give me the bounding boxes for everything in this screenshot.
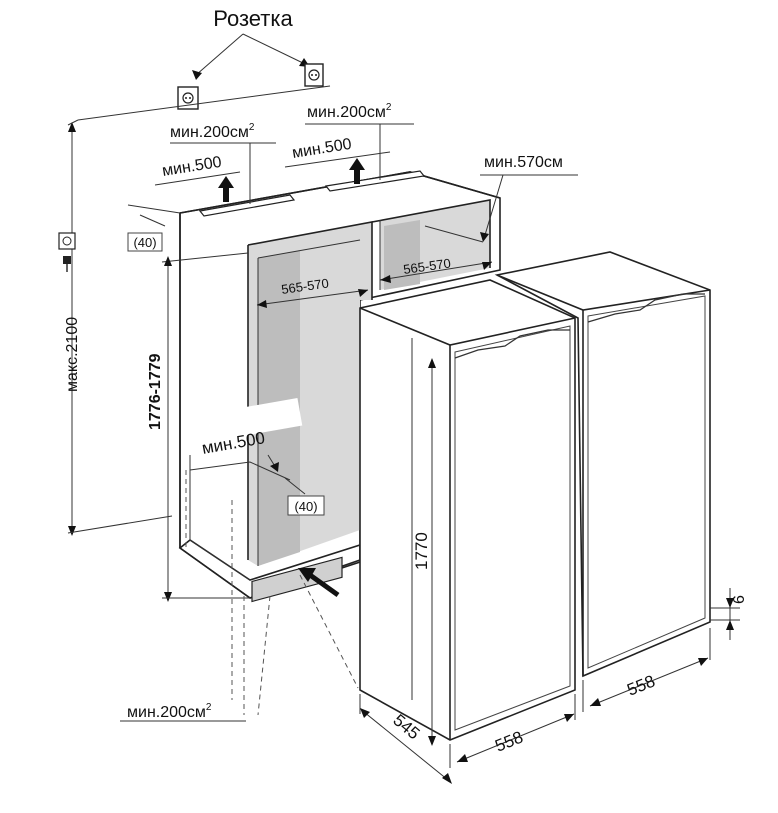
gap-40-top-label: (40) bbox=[133, 235, 156, 250]
niche-height-dimension: 1776-1779 bbox=[147, 256, 250, 602]
bottom-vent: мин.200см2 bbox=[120, 500, 340, 722]
max-height-label: макс.2100 bbox=[64, 317, 81, 392]
airflow-arrow-icon bbox=[298, 568, 340, 598]
gap-40-bottom-label: (40) bbox=[294, 499, 317, 514]
socket-title: Розетка bbox=[213, 6, 293, 31]
device-width-right-label: 558 bbox=[624, 671, 657, 699]
appliance-front bbox=[299, 279, 576, 741]
vent-top-right-label: мин.200см2 bbox=[307, 102, 392, 121]
device-height-dimension: 1770 bbox=[412, 358, 436, 746]
clear-top-right-label: мин.500 bbox=[291, 136, 353, 162]
vent-bottom-label: мин.200см2 bbox=[127, 702, 212, 721]
device-height-label: 1770 bbox=[412, 532, 431, 570]
power-socket-icon bbox=[177, 86, 199, 110]
width-right-label: 565-570 bbox=[402, 255, 451, 276]
vent-top-left-label: мин.200см2 bbox=[170, 122, 255, 141]
niche-height-label: 1776-1779 bbox=[147, 353, 164, 430]
plinth-gap-label: 6 bbox=[731, 595, 748, 604]
power-plug-icon bbox=[63, 256, 71, 272]
power-socket-icon bbox=[58, 232, 76, 250]
airflow-arrow-icon bbox=[349, 158, 365, 184]
top-vent-callouts: мин.200см2 мин.200см2 мин.500 мин.500 bbox=[154, 102, 414, 204]
airflow-arrow-icon bbox=[218, 176, 234, 202]
depth-right-label: мин.570см bbox=[484, 154, 563, 171]
depth-callout: мин.570см bbox=[424, 154, 578, 243]
appliance-back bbox=[494, 251, 711, 678]
top-gap-dimension: (40) bbox=[127, 204, 249, 263]
device-width-left-label: 558 bbox=[492, 727, 525, 755]
width-left-label: 565-570 bbox=[280, 275, 329, 296]
power-socket-icon bbox=[304, 63, 324, 87]
niche-width-dimensions: 565-570 565-570 bbox=[256, 255, 493, 308]
max-height-dimension: макс.2100 bbox=[58, 119, 173, 536]
plinth-gap-dimension: 6 bbox=[710, 588, 748, 640]
socket-group: Розетка bbox=[77, 6, 331, 121]
